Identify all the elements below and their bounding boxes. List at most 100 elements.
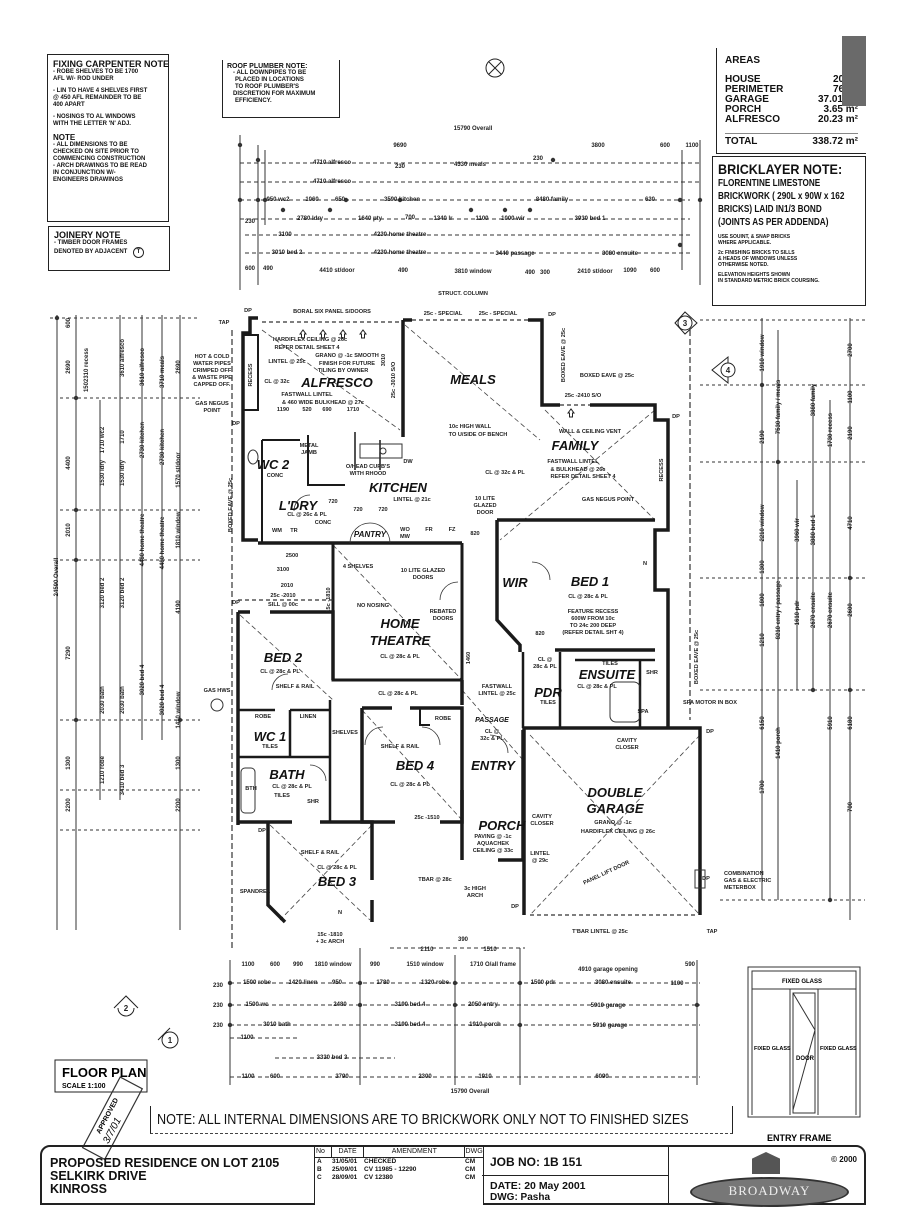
plan-annotation: LINEN bbox=[300, 714, 317, 720]
dimension-bottom: 990 bbox=[293, 962, 304, 968]
general-note-text: NOTE: ALL INTERNAL DIMENSIONS ARE TO BRI… bbox=[157, 1111, 689, 1128]
dimension-top: 3930 bed 1 bbox=[575, 216, 606, 222]
note-line: - ALL DOWNPIPES TO BE bbox=[233, 70, 307, 76]
dimension-right: 1730 recess bbox=[828, 412, 834, 447]
plan-annotation: 690 bbox=[322, 407, 331, 413]
dimension-tick-icon bbox=[255, 197, 261, 203]
dimension-bottom: 5910 garage bbox=[591, 1003, 626, 1009]
plan-annotation: SHELF & RAIL bbox=[381, 744, 420, 750]
plan-annotation: SHELF & RAIL bbox=[276, 684, 315, 690]
plan-annotation: JAMB bbox=[301, 450, 317, 456]
plan-annotation: @ 29c bbox=[532, 858, 548, 864]
plan-annotation: 1460 bbox=[466, 652, 472, 664]
plan-annotation: N bbox=[643, 561, 647, 567]
plan-annotation: GAS & ELECTRIC bbox=[724, 878, 771, 884]
dimension-bottom: 3330 bed 3 bbox=[317, 1055, 348, 1061]
room-label: ENTRY bbox=[471, 758, 516, 773]
drawing-date: DATE: 20 May 2001 bbox=[490, 1180, 586, 1192]
dimension-bottom: 230 bbox=[213, 1023, 224, 1029]
plan-annotation: COMBINATION bbox=[724, 871, 764, 877]
note-line: IN CONJUNCTION W/- bbox=[53, 170, 116, 176]
plan-annotation: 25c - SPECIAL bbox=[479, 311, 518, 317]
dimension-left: 1570 st/door bbox=[176, 452, 182, 488]
dimension-tick-icon bbox=[677, 197, 683, 203]
meterbox-icon bbox=[694, 869, 706, 889]
plan-annotation: LINTEL bbox=[530, 851, 550, 857]
amendment-amendment: CHECKED bbox=[364, 1158, 397, 1165]
plan-annotation: & BULKHEAD @ 26c bbox=[551, 467, 606, 473]
note-line: - TIMBER DOOR FRAMES bbox=[54, 240, 128, 246]
dimension-left: 3410 bed 3 bbox=[120, 764, 126, 795]
note-line: EFFICIENCY. bbox=[235, 98, 272, 104]
dimension-right: 2700 bbox=[848, 343, 854, 357]
note-line: 2c FINISHING BRICKS TO SILLS bbox=[718, 250, 795, 256]
plan-annotation: TO U/SIDE OF BENCH bbox=[449, 432, 508, 438]
plan-annotation: BOXED EAVE @ 25c bbox=[561, 328, 567, 382]
dimension-tick-icon bbox=[810, 687, 816, 693]
plan-annotation: & WASTE PIPE bbox=[192, 375, 232, 381]
note-line: USE SOUINT, & SNAP BRICKS bbox=[718, 234, 791, 240]
note-line: CHECKED ON SITE PRIOR TO bbox=[53, 149, 139, 155]
room-label: ENSUITE bbox=[579, 667, 636, 682]
dimension-right: 8210 entry / passage bbox=[776, 580, 782, 639]
fixed-glass-left-label: FIXED GLASS bbox=[754, 1046, 791, 1052]
dimension-left: 2690 bbox=[66, 360, 72, 374]
dimension-left: 1502310 recess bbox=[84, 347, 90, 392]
plan-annotation: CL @ 28c & PL bbox=[260, 669, 300, 675]
dimension-right: 4710 bbox=[848, 516, 854, 530]
dimension-left: 24590 Overall bbox=[54, 557, 60, 596]
amendment-no: A bbox=[317, 1158, 322, 1165]
area-label: PORCH bbox=[725, 104, 762, 115]
plan-annotation: BORAL SIX PANEL S/DOORS bbox=[293, 309, 371, 315]
copyright: © 2000 bbox=[831, 1155, 857, 1164]
room-label: KITCHEN bbox=[369, 480, 427, 495]
dimension-right: 3880 bed 1 bbox=[811, 514, 817, 545]
plan-annotation: ROBE bbox=[435, 716, 451, 722]
note-subtitle: NOTE bbox=[53, 133, 76, 142]
area-label: PERIMETER bbox=[725, 84, 784, 95]
plan-annotation: 25c -2010 bbox=[270, 593, 295, 599]
plan-annotation: DW bbox=[403, 459, 413, 465]
dimension-bottom: 1780 bbox=[376, 980, 390, 986]
room-label: GARAGE bbox=[586, 801, 643, 816]
dimension-right: 2670 ensuite bbox=[811, 591, 817, 628]
column-marker-icon bbox=[485, 58, 505, 78]
plan-annotation: TR bbox=[290, 528, 297, 534]
plan-annotation: LINTEL @ 25c bbox=[478, 691, 515, 697]
plan-annotation: 15c -1810 bbox=[326, 587, 332, 612]
dimension-bottom: 1510 window bbox=[406, 962, 443, 968]
amendment-dwg: CM bbox=[465, 1158, 476, 1165]
room-label: MEALS bbox=[450, 372, 496, 387]
dimension-tick-icon bbox=[468, 207, 474, 213]
dimension-tick-icon bbox=[227, 1022, 233, 1028]
amendment-date: 28/09/01 bbox=[332, 1174, 358, 1181]
areas-table: AREAS HOUSE201.8 PERIMETER76.50 GARAGE37… bbox=[716, 48, 866, 154]
dimension-top: 4710 alfresco bbox=[313, 179, 351, 185]
dimension-top: 2410 st/door bbox=[577, 269, 613, 275]
dimension-right: 1700 bbox=[760, 780, 766, 794]
plan-annotation: (REFER DETAIL SHT 4) bbox=[562, 630, 623, 636]
plan-annotation: TO 24c 200 DEEP bbox=[570, 623, 616, 629]
dimension-right: 2190 bbox=[848, 426, 854, 440]
plan-annotation: TILES bbox=[262, 744, 278, 750]
dimension-top: 230 bbox=[245, 219, 256, 225]
plan-annotation: 2500 bbox=[286, 553, 298, 559]
plan-annotation: 15c -1810 bbox=[317, 932, 342, 938]
dimension-left: 1810 window bbox=[176, 511, 182, 548]
dimension-bottom: 1500 pdr bbox=[531, 980, 556, 986]
plan-annotation: FINISH FOR FUTURE bbox=[319, 361, 375, 367]
dimension-left: 600 bbox=[66, 317, 72, 328]
plan-annotation: STRUCT. COLUMN bbox=[438, 291, 488, 297]
plan-annotation: 1190 bbox=[277, 407, 289, 413]
dimension-tick-icon bbox=[227, 980, 233, 986]
plan-annotation: 25c -2410 S/O bbox=[565, 393, 602, 399]
dimension-left: 2730 kitchen bbox=[160, 429, 166, 465]
dimension-bottom: 230 bbox=[213, 1003, 224, 1009]
note-line-text: BRICKS) LAID IN1/3 BOND bbox=[718, 203, 822, 215]
plan-annotation: CONC bbox=[315, 520, 331, 526]
